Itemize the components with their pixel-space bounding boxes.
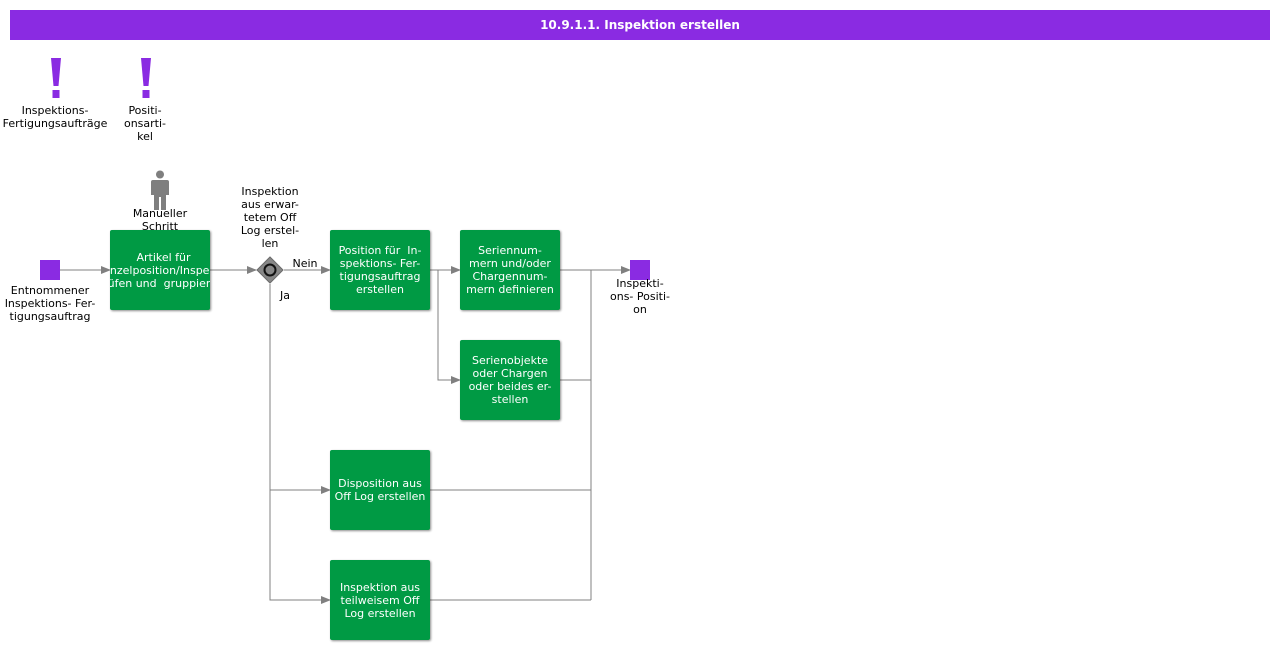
task-artikel-pruefen[interactable]: Artikel für Einzelposition/Inspekt prüfe… — [110, 230, 210, 310]
gateway-question-label: Inspektion aus erwar- tetem Off Log erst… — [240, 185, 300, 250]
actor-label: Manueller Schritt — [132, 207, 188, 233]
gateway-no-label: Nein — [292, 257, 318, 270]
start-event-label: Entnommener Inspektions- Fer- tigungsauf… — [4, 284, 96, 323]
task-seriennummern-definieren[interactable]: Seriennum- mern und/oder Chargennum- mer… — [460, 230, 560, 310]
input-label-positionsartikel: Positi- onsarti- kel — [123, 104, 167, 143]
person-icon — [151, 170, 169, 210]
gateway-yes-label: Ja — [280, 289, 290, 302]
end-event — [630, 260, 650, 280]
task-inspektion-teilweise[interactable]: Inspektion aus teilweisem Off Log erstel… — [330, 560, 430, 640]
flow-gateway-ja-disposition — [269, 284, 331, 494]
exclamation-icon — [51, 58, 61, 98]
task-position-erstellen[interactable]: Position für In- spektions- Fer- tigungs… — [330, 230, 430, 310]
flow-gateway-ja-inspektion — [269, 490, 331, 604]
diagram-title: 10.9.1.1. Inspektion erstellen — [10, 10, 1270, 40]
end-event-label: Inspekti- ons- Positi- on — [610, 277, 670, 316]
task-serienobjekte-erstellen[interactable]: Serienobjekte oder Chargen oder beides e… — [460, 340, 560, 420]
start-event — [40, 260, 60, 280]
gateway-diamond[interactable] — [256, 256, 284, 284]
flow-position-to-serienobjekte — [437, 270, 461, 384]
task-disposition-erstellen[interactable]: Disposition aus Off Log erstellen — [330, 450, 430, 530]
input-label-inspektions-fertigungsauftraege: Inspektions- Fertigungsaufträge — [2, 104, 108, 130]
exclamation-icon — [141, 58, 151, 98]
